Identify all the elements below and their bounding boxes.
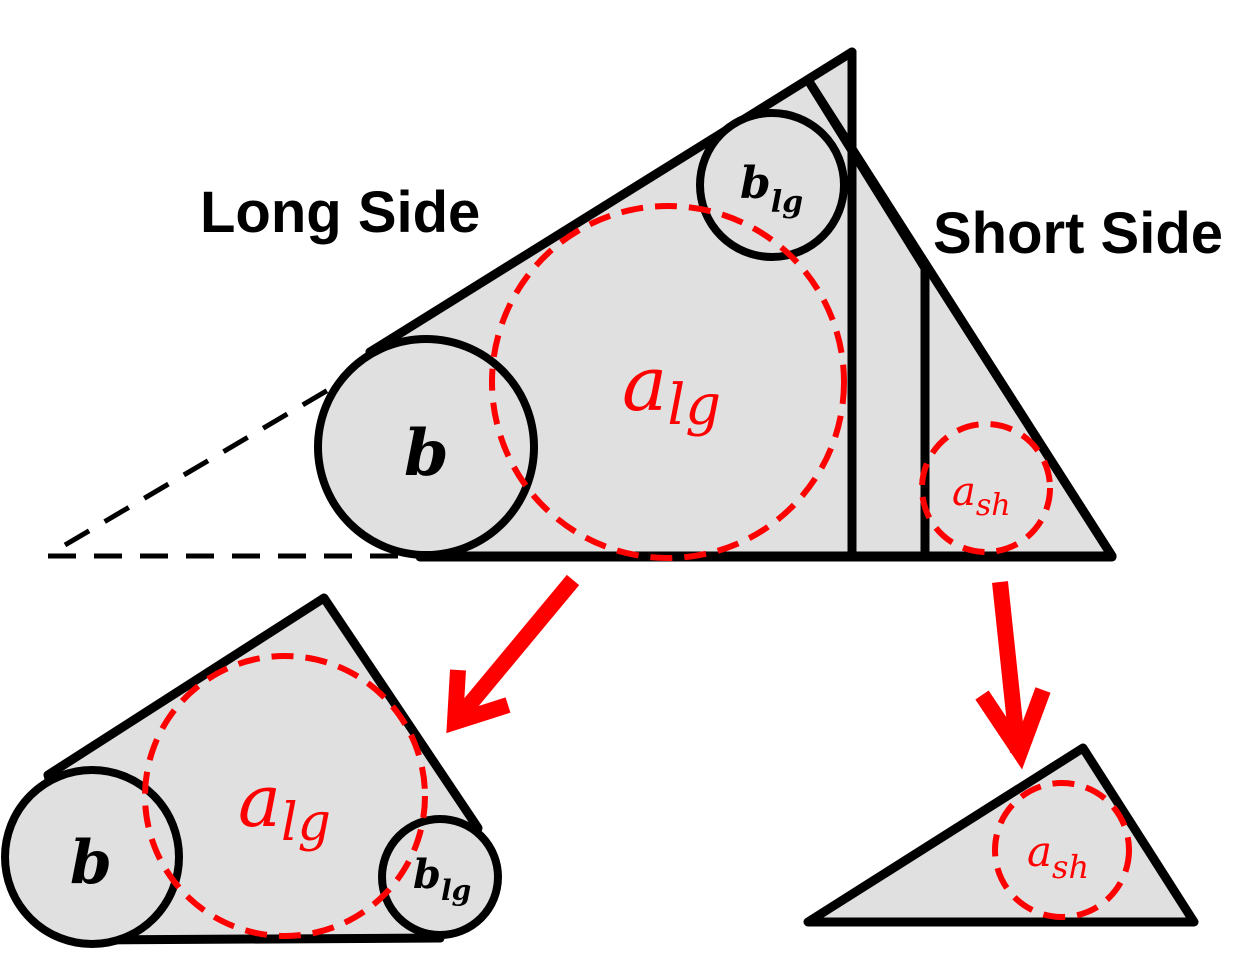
dashed-circle-a-lg-bottom: [142, 653, 428, 939]
label-a-sh-top: ash: [952, 469, 1011, 523]
label-a-sh-bottom: ash: [1027, 827, 1089, 886]
dashed-circle-a-sh-top: [919, 421, 1053, 555]
label-b-top: b: [404, 416, 449, 491]
label-a-lg-bottom: alg: [238, 759, 331, 853]
long-side-arrow: [446, 574, 580, 734]
label-b-lg-top: blg: [740, 158, 803, 220]
short-side-piece: ash: [803, 743, 1199, 927]
long-side-heading: Long Side: [200, 180, 480, 245]
long-side-piece: b blg alg: [1, 593, 502, 948]
short-side-arrow: [975, 581, 1051, 770]
circle-b-top: [314, 335, 538, 559]
circle-b-lg-bottom: [378, 815, 502, 939]
label-a-lg-top: alg: [622, 339, 721, 438]
short-side-hypotenuse: [803, 75, 1117, 561]
label-b-lg-bottom: blg: [413, 851, 471, 907]
short-side-heading: Short Side: [933, 201, 1223, 266]
short-side-piece-region: [803, 743, 1199, 927]
circle-b-bottom: [1, 766, 183, 948]
label-b-bottom: b: [70, 828, 112, 898]
top-figure: b blg alg ash Long Side Short Side: [48, 47, 1223, 562]
dashed-hypotenuse-extension: [63, 367, 364, 548]
dashed-circle-a-sh-bottom: [992, 780, 1132, 920]
dashed-circle-a-lg-top: [489, 203, 847, 561]
